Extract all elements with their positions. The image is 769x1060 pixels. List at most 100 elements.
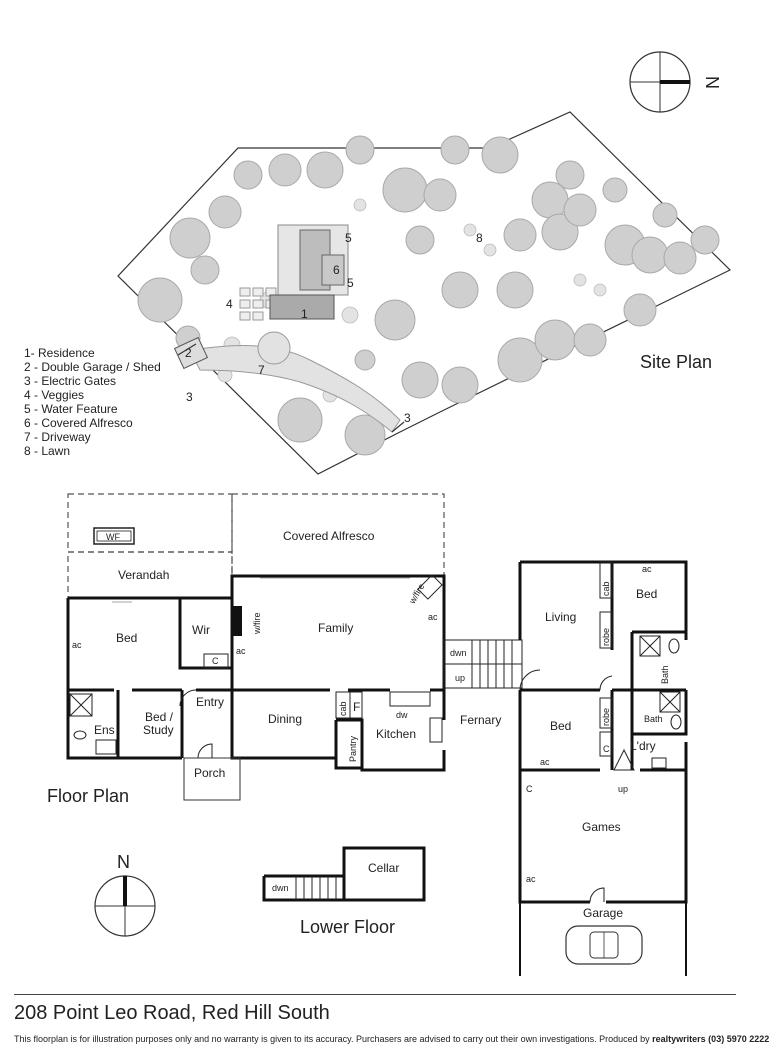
site-plan-title: Site Plan bbox=[640, 352, 712, 372]
pantry-wall bbox=[334, 718, 364, 770]
garage-label: Garage bbox=[583, 906, 623, 920]
stairs-fernary bbox=[443, 639, 523, 689]
property-plan-drawing: 1 2 3 3 4 5 5 6 7 8 Site Plan N WF Cover… bbox=[47, 51, 732, 976]
site-marker-4: 4 bbox=[226, 297, 233, 311]
bed-right-label: Bed bbox=[636, 587, 657, 601]
site-marker-3-left: 3 bbox=[186, 390, 193, 404]
electric-gate-right bbox=[391, 421, 405, 433]
ac-family-label: ac bbox=[428, 612, 438, 622]
turning-circle bbox=[257, 331, 291, 365]
entry-label: Entry bbox=[196, 695, 224, 709]
verandah-label: Verandah bbox=[118, 568, 169, 582]
site-marker-7: 7 bbox=[258, 363, 265, 377]
living-label: Living bbox=[545, 610, 576, 624]
laundry-up-label: up bbox=[618, 784, 628, 794]
wfire-bed-label: w/fire bbox=[252, 612, 262, 635]
site-marker-5-top: 5 bbox=[345, 231, 352, 245]
games-c-label: C bbox=[526, 784, 533, 794]
cellar-label: Cellar bbox=[368, 861, 399, 875]
toilet bbox=[73, 730, 87, 740]
bath-lower-label: Bath bbox=[644, 714, 663, 724]
site-marker-3-right: 3 bbox=[404, 411, 411, 425]
site-marker-1: 1 bbox=[301, 307, 308, 321]
site-boundary bbox=[117, 111, 732, 475]
site-compass-label: N bbox=[702, 76, 722, 89]
lower-dwn-label: dwn bbox=[272, 883, 289, 893]
games-label: Games bbox=[582, 820, 621, 834]
legend-item: 3 - Electric Gates bbox=[24, 374, 117, 388]
electric-gate-left bbox=[177, 343, 197, 356]
kitchen-label: Kitchen bbox=[376, 727, 416, 741]
cellar-walls bbox=[342, 846, 426, 902]
ac-right-bed-label: ac bbox=[642, 564, 652, 574]
floor-plan-title: Floor Plan bbox=[47, 786, 129, 806]
ac-wir-label: ac bbox=[236, 646, 246, 656]
dining-label: Dining bbox=[268, 712, 302, 726]
dw-label: dw bbox=[396, 710, 408, 720]
porch-label: Porch bbox=[194, 766, 225, 780]
cab-living-label: cab bbox=[601, 581, 611, 596]
verandah-upper-dashed bbox=[67, 493, 233, 553]
floor-plan: WF Covered Alfresco Verandah bbox=[47, 493, 688, 976]
footer-disclaimer: This floorplan is for illustration purpo… bbox=[14, 1034, 769, 1044]
disclaimer-text: This floorplan is for illustration purpo… bbox=[14, 1034, 653, 1044]
covered-alfresco-label: Covered Alfresco bbox=[283, 529, 375, 543]
site-plan: 1 2 3 3 4 5 5 6 7 8 Site Plan N bbox=[117, 51, 732, 475]
legend-item: 5 - Water Feature bbox=[24, 402, 118, 416]
footer-divider bbox=[14, 994, 736, 995]
laundry-label: L'dry bbox=[630, 739, 656, 753]
legend-item: 6 - Covered Alfresco bbox=[24, 416, 133, 430]
legend-item: 1- Residence bbox=[24, 346, 95, 360]
covered-alfresco-roof bbox=[321, 254, 345, 286]
garage-shed bbox=[173, 336, 209, 370]
left-wing-top-wall bbox=[68, 574, 446, 690]
floor-compass-label: N bbox=[117, 852, 130, 872]
site-marker-8: 8 bbox=[476, 231, 483, 245]
robe-mid-label: robe bbox=[601, 708, 611, 726]
garage-side-walls bbox=[519, 902, 687, 976]
bed-main-label: Bed bbox=[116, 631, 137, 645]
laundry-stair bbox=[613, 748, 635, 771]
sink-bench bbox=[389, 691, 431, 707]
wf-label: WF bbox=[106, 532, 120, 542]
c-mid-label: C bbox=[603, 744, 610, 754]
site-trees bbox=[137, 135, 720, 456]
bath-upper-label: Bath bbox=[660, 665, 670, 684]
ac-bed-label: ac bbox=[72, 640, 82, 650]
car-icon bbox=[565, 925, 643, 965]
cooktop bbox=[429, 717, 443, 743]
site-marker-2: 2 bbox=[185, 346, 192, 360]
site-marker-6: 6 bbox=[333, 263, 340, 277]
robe-right-label: robe bbox=[601, 628, 611, 646]
bed-mid-label: Bed bbox=[550, 719, 571, 733]
left-wing-bottom-wall bbox=[180, 690, 446, 772]
site-legend: 1- Residence 2 - Double Garage / Shed 3 … bbox=[24, 346, 161, 458]
legend-item: 2 - Double Garage / Shed bbox=[24, 360, 161, 374]
bed-study-label-2: Study bbox=[143, 723, 174, 737]
producer-credit: realtywriters (03) 5970 2222 bbox=[652, 1034, 769, 1044]
floor-compass: N bbox=[94, 852, 156, 937]
site-compass: N bbox=[629, 51, 722, 113]
stairs-up-label: up bbox=[455, 673, 465, 683]
cab-kitchen-label: cab bbox=[338, 701, 348, 716]
lower-stairs bbox=[295, 876, 337, 900]
vanity bbox=[95, 739, 117, 755]
bed-study-label: Bed / bbox=[145, 710, 174, 724]
fireplace-family bbox=[417, 574, 443, 600]
f-label: F bbox=[353, 700, 360, 714]
bath2-walls bbox=[630, 690, 688, 736]
legend-item: 7 - Driveway bbox=[24, 430, 91, 444]
site-marker-5-bottom: 5 bbox=[347, 276, 354, 290]
wir-label: Wir bbox=[192, 623, 210, 637]
residence-main bbox=[269, 294, 335, 320]
lower-floor-title: Lower Floor bbox=[300, 917, 395, 937]
fireplace-bed bbox=[232, 606, 242, 636]
games-walls bbox=[518, 770, 688, 904]
pantry-label: Pantry bbox=[348, 735, 358, 762]
legend-item: 4 - Veggies bbox=[24, 388, 85, 402]
property-address: 208 Point Leo Road, Red Hill South bbox=[14, 1002, 330, 1024]
stairs-dwn-label: dwn bbox=[450, 648, 467, 658]
shower bbox=[69, 693, 93, 717]
right-wing-top-wall bbox=[520, 560, 688, 640]
ens-label: Ens bbox=[94, 723, 115, 737]
